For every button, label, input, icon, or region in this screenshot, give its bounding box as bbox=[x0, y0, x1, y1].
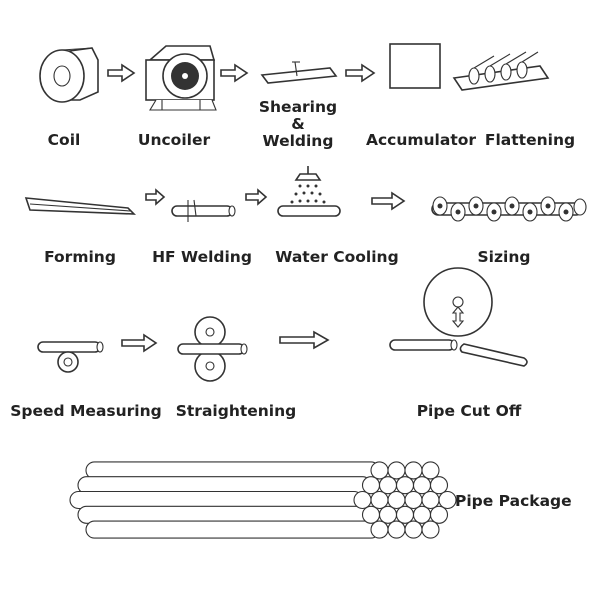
pipe-end bbox=[395, 476, 415, 495]
pipe-cut-off-illustration bbox=[389, 267, 528, 367]
pipe-end bbox=[370, 461, 389, 480]
arrow-right-icon bbox=[121, 333, 158, 353]
step-label-ampersand: & bbox=[291, 115, 305, 133]
pipe-end bbox=[404, 461, 423, 480]
pipe-end bbox=[429, 476, 449, 495]
step-label-uncoiler: Uncoiler bbox=[138, 131, 211, 149]
pipe-end bbox=[421, 490, 440, 510]
step-label-speed-measuring: Speed Measuring bbox=[10, 402, 162, 420]
pipe-end bbox=[412, 476, 432, 495]
pipe-end bbox=[421, 461, 440, 480]
sizing-illustration bbox=[431, 196, 587, 222]
pipe-end bbox=[404, 520, 423, 539]
pipe-end bbox=[361, 476, 381, 495]
coil-illustration bbox=[39, 47, 99, 103]
step-label-hf-welding: HF Welding bbox=[152, 248, 252, 266]
step-label-shearing: Shearing bbox=[259, 98, 337, 116]
shearing-welding-illustration bbox=[260, 61, 338, 84]
pipe-end bbox=[421, 520, 440, 539]
arrow-right-icon bbox=[245, 188, 268, 206]
step-label-coil: Coil bbox=[48, 131, 81, 149]
step-label-forming: Forming bbox=[44, 248, 116, 266]
pipe-end bbox=[353, 490, 372, 510]
pipe-end bbox=[370, 520, 389, 539]
flattening-illustration bbox=[452, 51, 550, 91]
pipe-end bbox=[395, 505, 415, 524]
pipe-package-illustration bbox=[69, 461, 457, 539]
pipe-body bbox=[85, 520, 381, 539]
pipe-end bbox=[387, 461, 406, 480]
step-label-pipe-cut-off: Pipe Cut Off bbox=[417, 402, 522, 420]
step-label-welding: Welding bbox=[263, 132, 334, 150]
step-label-sizing: Sizing bbox=[478, 248, 531, 266]
pipe-end bbox=[378, 505, 398, 524]
step-label-water-cooling: Water Cooling bbox=[275, 248, 398, 266]
step-label-flattening: Flattening bbox=[485, 131, 575, 149]
pipe-end bbox=[412, 505, 432, 524]
forming-illustration bbox=[24, 197, 137, 215]
arrow-right-icon bbox=[345, 63, 376, 83]
hf-welding-illustration bbox=[171, 199, 236, 222]
arrow-right-icon bbox=[107, 63, 136, 83]
pipe-end bbox=[429, 505, 449, 524]
step-label-straightening: Straightening bbox=[176, 402, 297, 420]
step-label-accumulator: Accumulator bbox=[366, 131, 476, 149]
pipe-end bbox=[438, 490, 457, 510]
pipe-end bbox=[387, 520, 406, 539]
arrow-right-icon bbox=[279, 330, 330, 350]
pipe-end bbox=[370, 490, 389, 510]
water-cooling-illustration bbox=[277, 166, 341, 217]
step-label-pipe-package: Pipe Package bbox=[455, 492, 572, 510]
pipe-end bbox=[387, 490, 406, 510]
double-arrow-vertical-icon bbox=[451, 306, 465, 328]
straightening-illustration bbox=[177, 316, 248, 382]
accumulator-illustration bbox=[389, 43, 441, 89]
speed-measuring-illustration bbox=[37, 341, 104, 373]
uncoiler-illustration bbox=[145, 45, 217, 111]
pipe-end bbox=[404, 490, 423, 510]
pipe-end bbox=[361, 505, 381, 524]
arrow-right-icon bbox=[220, 63, 249, 83]
arrow-right-icon bbox=[145, 188, 166, 206]
arrow-right-icon bbox=[371, 191, 406, 211]
pipe-end bbox=[378, 476, 398, 495]
